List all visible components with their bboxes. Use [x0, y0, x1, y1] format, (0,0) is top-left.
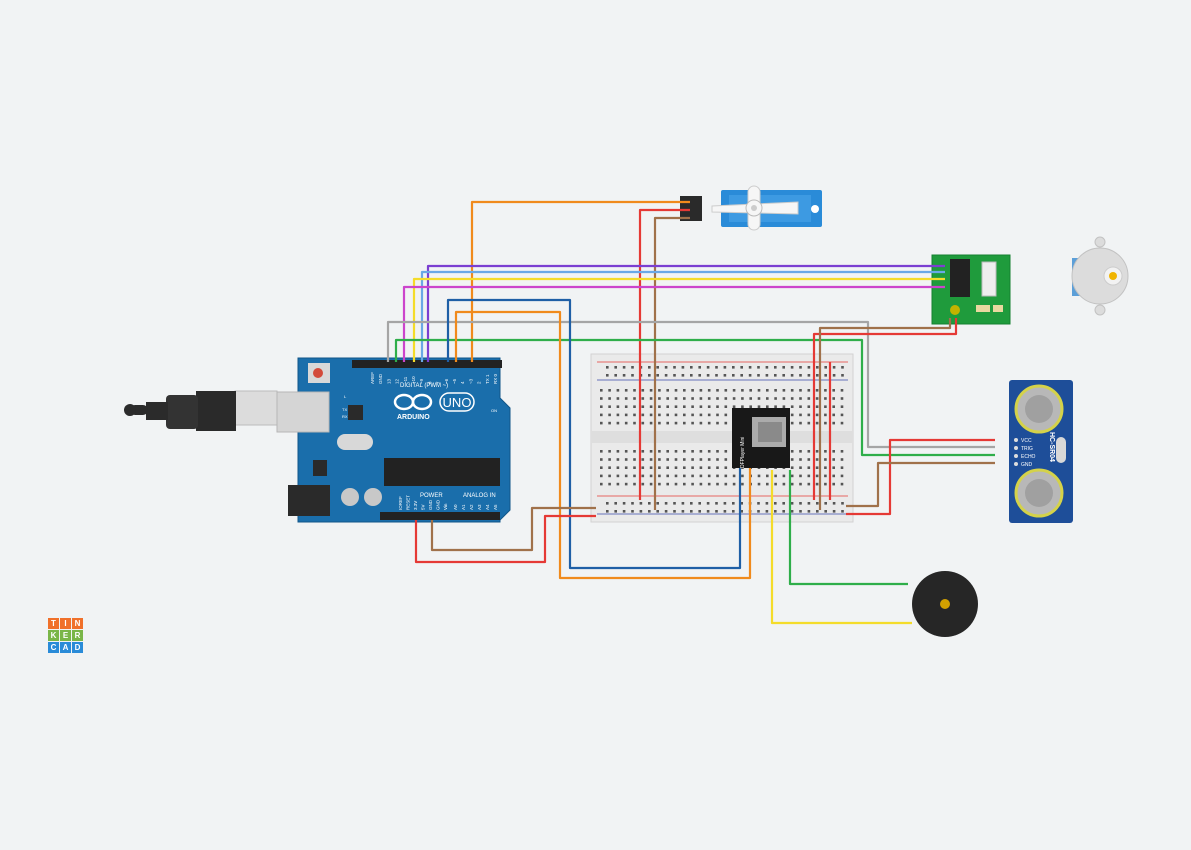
wire-brown-stepper-ground [818, 318, 952, 510]
analog-pin-label: A3 [477, 504, 482, 510]
wire-lightblue-stepper-in2 [420, 270, 945, 362]
digital-pin-label: 4 [460, 381, 465, 384]
analog-pin-label: A1 [461, 504, 466, 510]
logo-letter: T [48, 618, 59, 629]
digital-pin-label: 13 [386, 378, 391, 384]
ultrasonic-sensor[interactable]: VCC TRIG ECHO GND HC-SR04 [1009, 380, 1073, 523]
logo-letter: E [60, 630, 71, 641]
servo-motor[interactable] [680, 185, 822, 231]
tx-led-label: TX [342, 407, 347, 412]
wire-magenta-stepper-in4 [402, 285, 945, 362]
logo-letter: A [60, 642, 71, 653]
arduino-logo-icon [393, 393, 433, 411]
wire-orange-servo-signal [470, 200, 690, 362]
digital-header-label: DIGITAL (PWM ~) [400, 383, 448, 389]
ultrasonic-model-label: HC-SR04 [1048, 432, 1055, 462]
us-pin-echo: ECHO [1021, 454, 1036, 460]
logo-letter: N [72, 618, 83, 629]
us-pin-vcc: VCC [1021, 438, 1032, 444]
wires[interactable] [386, 200, 995, 625]
arduino-brand-label: ARDUINO [397, 414, 430, 421]
analog-pin-label: A5 [493, 504, 498, 510]
wire-red-5v-rail [414, 514, 596, 564]
wire-purple-stepper-in1 [426, 264, 945, 362]
wire-brown-servo-ground [653, 216, 690, 510]
breadboard[interactable] [590, 353, 854, 523]
wire-red-ultrasonic-vcc [846, 438, 995, 516]
digital-pin-label: 12 [395, 378, 400, 384]
dfplayer-mp3-module[interactable]: DFPlayer Mini [732, 408, 790, 468]
wire-green-ultrasonic-trig [394, 338, 995, 457]
mp3-module-label: DFPlayer Mini [740, 437, 746, 468]
wire-red-stepper-power [812, 318, 958, 500]
logo-letter: D [72, 642, 83, 653]
on-led-label: ON [491, 408, 497, 413]
usb-cable[interactable] [124, 390, 278, 431]
wire-red-servo-power [638, 208, 690, 500]
wire-blue-mp3-rx [446, 298, 742, 570]
digital-pin-label: 2 [477, 381, 482, 384]
digital-pin-label: TX 1 [485, 374, 490, 384]
l-led-label: L [344, 394, 347, 399]
wire-grey-ultrasonic-echo [386, 320, 995, 449]
power-header-label: POWER [420, 493, 443, 499]
wire-green-buzzer [788, 470, 908, 586]
digital-pin-label: GND [378, 373, 383, 384]
analog-pin-label: A2 [469, 504, 474, 510]
wire-yellow-buzzer [770, 470, 912, 625]
digital-pin-label: 7 [436, 381, 441, 384]
power-pin-label: GND [428, 499, 433, 510]
logo-letter: C [48, 642, 59, 653]
breadboard-holes [600, 366, 844, 513]
wire-orange-mp3-tx [454, 310, 752, 580]
power-pin-label: GND [436, 499, 441, 510]
analog-pin-label: A4 [485, 504, 490, 510]
ultrasonic-pin-labels: VCC TRIG ECHO GND [1014, 438, 1036, 468]
digital-pin-label: ~5 [452, 378, 457, 384]
logo-letter: R [72, 630, 83, 641]
analog-header-label: ANALOG IN [463, 493, 496, 499]
wire-yellow-stepper-in3 [412, 277, 945, 362]
digital-pin-label: ~9 [419, 378, 424, 384]
digital-pin-label: ~10 [411, 376, 416, 384]
wire-brown-gnd-rail [430, 506, 596, 552]
digital-pin-label: 8 [427, 381, 432, 384]
rx-led-label: RX [342, 414, 348, 419]
digital-pin-label: ~11 [403, 376, 408, 384]
us-pin-trig: TRIG [1021, 446, 1033, 452]
logo-letter: I [60, 618, 71, 629]
piezo-buzzer[interactable] [912, 571, 978, 637]
arduino-model-label: UNO [443, 395, 472, 410]
power-pin-label: RESET [406, 495, 411, 510]
arduino-uno-board[interactable]: UNO ARDUINO DIGITAL (PWM ~) POWER ANALOG… [276, 357, 511, 523]
us-pin-gnd: GND [1021, 462, 1033, 468]
digital-pin-label: ~6 [444, 378, 449, 384]
digital-pin-label: RX 0 [493, 373, 498, 384]
digital-pin-label: AREF [370, 372, 375, 384]
power-pin-label: 3.3V [413, 501, 418, 510]
digital-pin-label: ~3 [468, 378, 473, 384]
logo-letter: K [48, 630, 59, 641]
power-pin-label: IOREF [398, 496, 403, 510]
wire-brown-ultrasonic-gnd [846, 461, 995, 508]
stepper-motor[interactable] [1071, 236, 1129, 316]
analog-pin-label: A0 [453, 504, 458, 510]
power-pin-label: Vin [443, 503, 448, 510]
tinkercad-logo: T I N K E R C A D [48, 618, 83, 653]
power-pin-label: 5V [421, 504, 426, 510]
